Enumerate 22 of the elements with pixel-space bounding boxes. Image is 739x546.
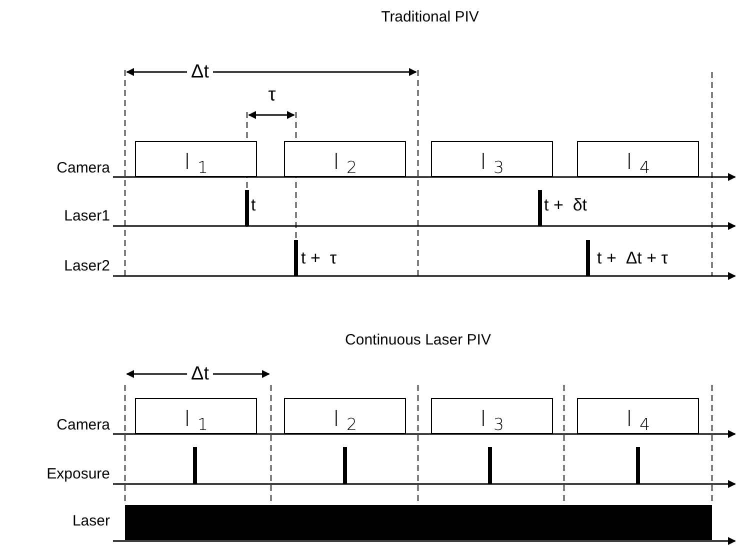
laser-on-bar <box>125 505 712 540</box>
row-label: Camera <box>56 160 110 176</box>
pulse-label: t + δt <box>544 196 588 214</box>
section-heading: Continuous Laser PIV <box>345 332 491 348</box>
exposure-frame: I $_{2}$ <box>284 398 406 434</box>
row-label: Laser2 <box>64 258 110 274</box>
exposure-frame: I $_{2}$ <box>284 141 406 177</box>
exposure-frame: I $_{1}$ <box>135 141 257 177</box>
pulse-label: t + τ <box>301 250 337 266</box>
row-label: Laser <box>72 514 110 528</box>
section-heading: Traditional PIV <box>381 10 479 24</box>
row-label: Camera <box>56 418 110 432</box>
exposure-frame: I $_{1}$ <box>135 398 257 434</box>
exposure-frame: I $_{4}$ <box>577 141 699 177</box>
exposure-frame: I $_{3}$ <box>431 398 553 434</box>
row-label: Laser1 <box>64 208 110 224</box>
dimension-label: τ <box>268 86 276 104</box>
pulse-label: t + Δt + τ <box>597 250 668 266</box>
row-label: Exposure <box>46 466 110 482</box>
exposure-frame: I $_{4}$ <box>577 398 699 434</box>
pulse-label: t <box>251 196 256 214</box>
exposure-frame: I $_{3}$ <box>431 141 553 177</box>
